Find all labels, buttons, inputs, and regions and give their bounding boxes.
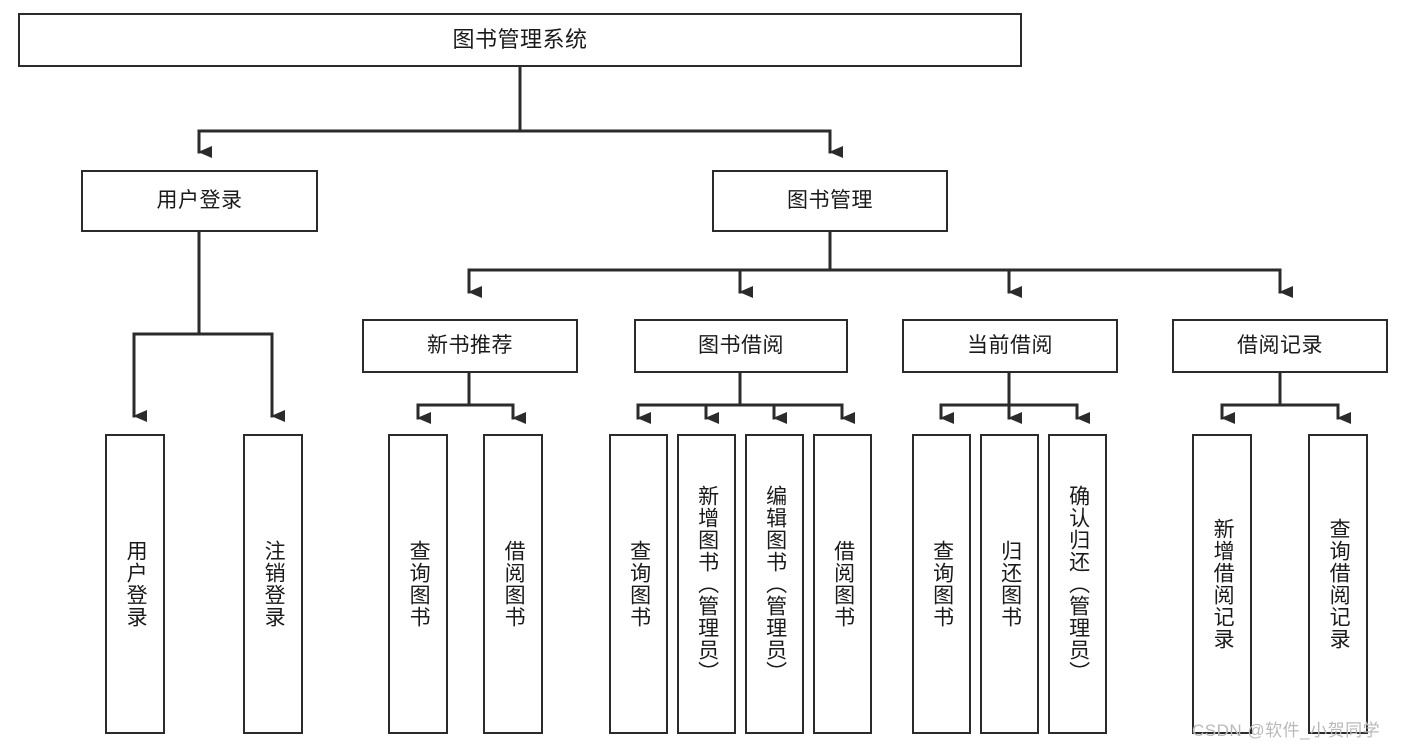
node-label: 查询图书 [407, 540, 431, 628]
node-label: 查询借阅记录 [1327, 518, 1351, 650]
leaf-current-borrow-confirm-admin[interactable]: 确认归还（管理员） [1048, 434, 1107, 734]
node-new-book-recommend[interactable]: 新书推荐 [362, 319, 578, 373]
node-label: 注销登录 [262, 540, 286, 628]
node-label: 编辑图书（管理员） [763, 485, 787, 683]
node-label: 查询图书 [930, 540, 954, 628]
node-borrow-record[interactable]: 借阅记录 [1172, 319, 1388, 373]
node-user-login[interactable]: 用户登录 [81, 170, 318, 232]
node-label: 图书管理 [787, 188, 873, 212]
node-label: 新书推荐 [427, 333, 513, 357]
leaf-book-borrow-edit-admin[interactable]: 编辑图书（管理员） [745, 434, 804, 734]
leaf-borrow-record-add[interactable]: 新增借阅记录 [1192, 434, 1252, 734]
node-current-borrow[interactable]: 当前借阅 [902, 319, 1118, 373]
node-label: 图书管理系统 [452, 27, 588, 53]
node-label: 归还图书 [998, 540, 1022, 628]
node-label: 用户登录 [124, 540, 148, 628]
node-label: 图书借阅 [698, 333, 784, 357]
leaf-current-borrow-query[interactable]: 查询图书 [912, 434, 971, 734]
leaf-book-borrow-borrow[interactable]: 借阅图书 [813, 434, 872, 734]
leaf-user-login-logout[interactable]: 注销登录 [243, 434, 303, 734]
node-label: 新增图书（管理员） [695, 485, 719, 683]
node-label: 借阅图书 [502, 540, 526, 628]
node-book-management[interactable]: 图书管理 [712, 170, 948, 232]
csdn-watermark: CSDN @软件_小贺同学 [1192, 721, 1381, 740]
leaf-book-borrow-add-admin[interactable]: 新增图书（管理员） [677, 434, 736, 734]
leaf-book-borrow-query[interactable]: 查询图书 [609, 434, 668, 734]
leaf-new-book-borrow[interactable]: 借阅图书 [483, 434, 543, 734]
node-label: 查询图书 [627, 540, 651, 628]
node-label: 新增借阅记录 [1211, 518, 1235, 650]
node-root-book-management-system[interactable]: 图书管理系统 [18, 13, 1022, 67]
leaf-user-login-login[interactable]: 用户登录 [105, 434, 165, 734]
node-label: 确认归还（管理员） [1066, 485, 1090, 683]
node-label: 借阅记录 [1237, 333, 1323, 357]
node-label: 借阅图书 [831, 540, 855, 628]
leaf-borrow-record-query[interactable]: 查询借阅记录 [1308, 434, 1368, 734]
leaf-new-book-query[interactable]: 查询图书 [388, 434, 448, 734]
leaf-current-borrow-return[interactable]: 归还图书 [980, 434, 1039, 734]
node-label: 当前借阅 [967, 333, 1053, 357]
node-label: 用户登录 [156, 188, 243, 212]
node-book-borrow[interactable]: 图书借阅 [634, 319, 848, 373]
